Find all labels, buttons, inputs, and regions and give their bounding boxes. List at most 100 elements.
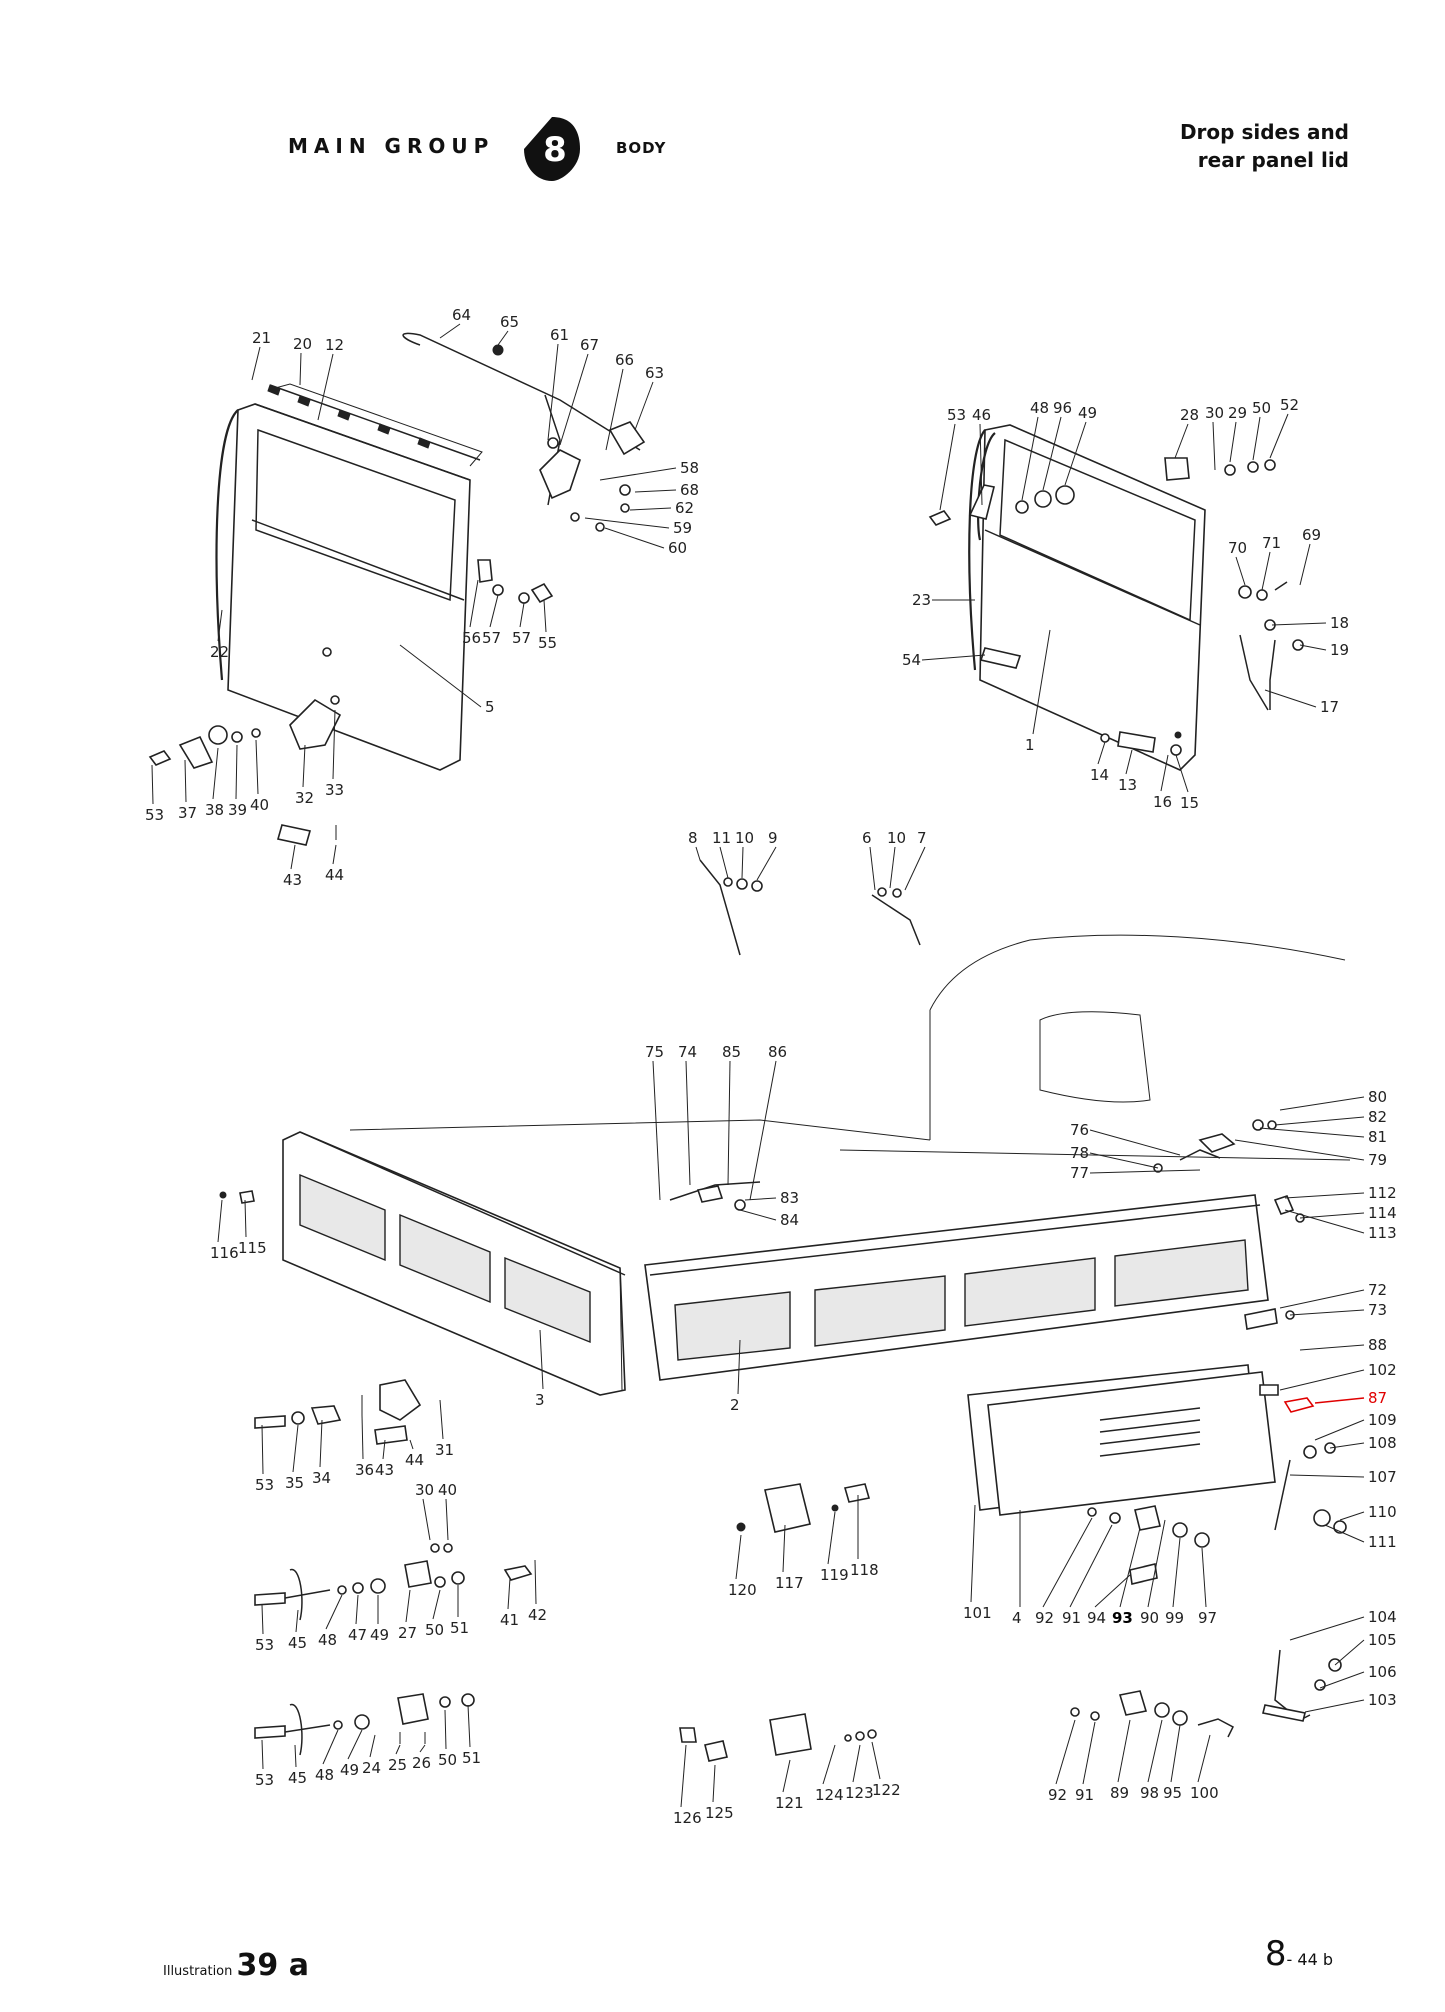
part-label: 115 xyxy=(238,1239,267,1257)
leader-line-p90 xyxy=(1147,1519,1166,1608)
part-label: 120 xyxy=(728,1581,757,1599)
part-label: 75 xyxy=(645,1043,664,1061)
leader-line-p42 xyxy=(534,1559,537,1605)
part-label: 27 xyxy=(398,1624,417,1642)
leader-line-p49a xyxy=(1064,421,1087,486)
leader-line-p64 xyxy=(439,323,461,339)
page-number-main: 8 xyxy=(1264,1934,1287,1974)
leader-line-p43b xyxy=(382,1439,386,1460)
part-label: 102 xyxy=(1368,1361,1397,1379)
part-label: 50 xyxy=(438,1751,457,1769)
part-label: 45 xyxy=(288,1634,307,1652)
leader-line-p53d xyxy=(261,1604,264,1635)
part-label: 29 xyxy=(1228,404,1247,422)
part-label: 65 xyxy=(500,313,519,331)
part-label: 1 xyxy=(1025,736,1035,754)
leader-line-p53a xyxy=(151,764,154,805)
part-label: 66 xyxy=(615,351,634,369)
part-label: 90 xyxy=(1140,1609,1159,1627)
part-label: 54 xyxy=(902,651,921,669)
part-label: 100 xyxy=(1190,1784,1219,1802)
leader-line-p103 xyxy=(1304,1699,1365,1713)
leader-line-p10a xyxy=(741,846,744,879)
leader-line-p50c xyxy=(444,1709,447,1750)
leader-line-p21a xyxy=(251,346,261,381)
leader-line-p62 xyxy=(629,507,672,511)
leader-line-p92a xyxy=(1042,1517,1093,1608)
part-label: 111 xyxy=(1368,1533,1397,1551)
part-label: 118 xyxy=(850,1561,879,1579)
illustration-caption: Illustration 39 a xyxy=(163,1948,309,1983)
part-label: 10 xyxy=(887,829,906,847)
leader-line-p44b xyxy=(409,1439,414,1450)
page-number-sub: - 44 b xyxy=(1286,1950,1333,1969)
leader-line-p48c xyxy=(322,1729,339,1765)
part-label: 7 xyxy=(917,829,927,847)
part-label: 110 xyxy=(1368,1503,1397,1521)
part-label: 2 xyxy=(730,1396,740,1414)
part-label: 5 xyxy=(485,698,495,716)
part-label: 50 xyxy=(1252,399,1271,417)
leader-line-p24 xyxy=(369,1734,376,1758)
leader-line-p73 xyxy=(1289,1309,1365,1316)
illustration-number: 39 a xyxy=(236,1948,309,1983)
leader-line-p52 xyxy=(1269,413,1289,459)
part-label: 117 xyxy=(775,1574,804,1592)
leader-line-p93 xyxy=(1119,1527,1141,1608)
part-label: 37 xyxy=(178,804,197,822)
part-label: 77 xyxy=(1070,1164,1089,1182)
leader-line-p108 xyxy=(1329,1442,1365,1449)
part-label: 93 xyxy=(1112,1609,1133,1627)
leader-line-p48b xyxy=(325,1594,343,1630)
leader-line-p81 xyxy=(1259,1127,1365,1138)
leader-line-p122 xyxy=(871,1741,881,1780)
leader-line-p56 xyxy=(469,579,479,628)
part-label: 23 xyxy=(912,591,931,609)
leader-line-p91b xyxy=(1082,1721,1096,1785)
center-lower-parts xyxy=(679,1483,877,1762)
leader-line-p8 xyxy=(695,846,701,861)
leader-line-p65 xyxy=(497,330,509,346)
leader-line-p44a xyxy=(332,844,337,865)
page-title-line-1: Drop sides and xyxy=(1179,120,1349,144)
leader-line-p82 xyxy=(1274,1116,1365,1126)
leader-line-p7 xyxy=(904,846,926,891)
part-label: 24 xyxy=(362,1759,381,1777)
part-label: 70 xyxy=(1228,539,1247,557)
leader-line-p34 xyxy=(319,1419,323,1468)
part-label: 104 xyxy=(1368,1608,1397,1626)
part-label: 21 xyxy=(252,329,271,347)
part-label: 31 xyxy=(435,1441,454,1459)
leader-line-p113 xyxy=(1284,1209,1365,1234)
leader-line-p69 xyxy=(1299,543,1311,586)
leader-line-p30a xyxy=(1212,421,1216,471)
part-label: 73 xyxy=(1368,1301,1387,1319)
part-label: 50 xyxy=(425,1621,444,1639)
leader-line-p49c xyxy=(347,1729,363,1760)
leader-line-p70 xyxy=(1235,556,1246,586)
leader-line-p50a xyxy=(1252,416,1261,461)
part-label: 83 xyxy=(780,1189,799,1207)
leader-line-p5 xyxy=(399,644,482,708)
part-label: 106 xyxy=(1368,1663,1397,1681)
part-label: 3 xyxy=(535,1391,545,1409)
part-label: 103 xyxy=(1368,1691,1397,1709)
leader-line-p124 xyxy=(822,1744,836,1785)
leader-line-p85 xyxy=(727,1060,731,1186)
part-label: 107 xyxy=(1368,1468,1397,1486)
leader-line-p117 xyxy=(782,1524,786,1573)
group-number-badge: 8 xyxy=(524,117,580,181)
leader-line-p54 xyxy=(921,654,986,661)
part-label: 42 xyxy=(528,1606,547,1624)
leader-line-p55 xyxy=(543,599,547,633)
cab-outline xyxy=(349,934,1351,1161)
leader-line-p57b xyxy=(519,602,525,628)
leader-line-p37 xyxy=(184,759,187,803)
part-label: 119 xyxy=(820,1566,849,1584)
part-label: 36 xyxy=(355,1461,374,1479)
part-label: 97 xyxy=(1198,1609,1217,1627)
part-label: 114 xyxy=(1368,1204,1397,1222)
part-label: 53 xyxy=(255,1771,274,1789)
leader-line-p107 xyxy=(1289,1474,1365,1478)
leader-line-p119 xyxy=(827,1511,836,1565)
